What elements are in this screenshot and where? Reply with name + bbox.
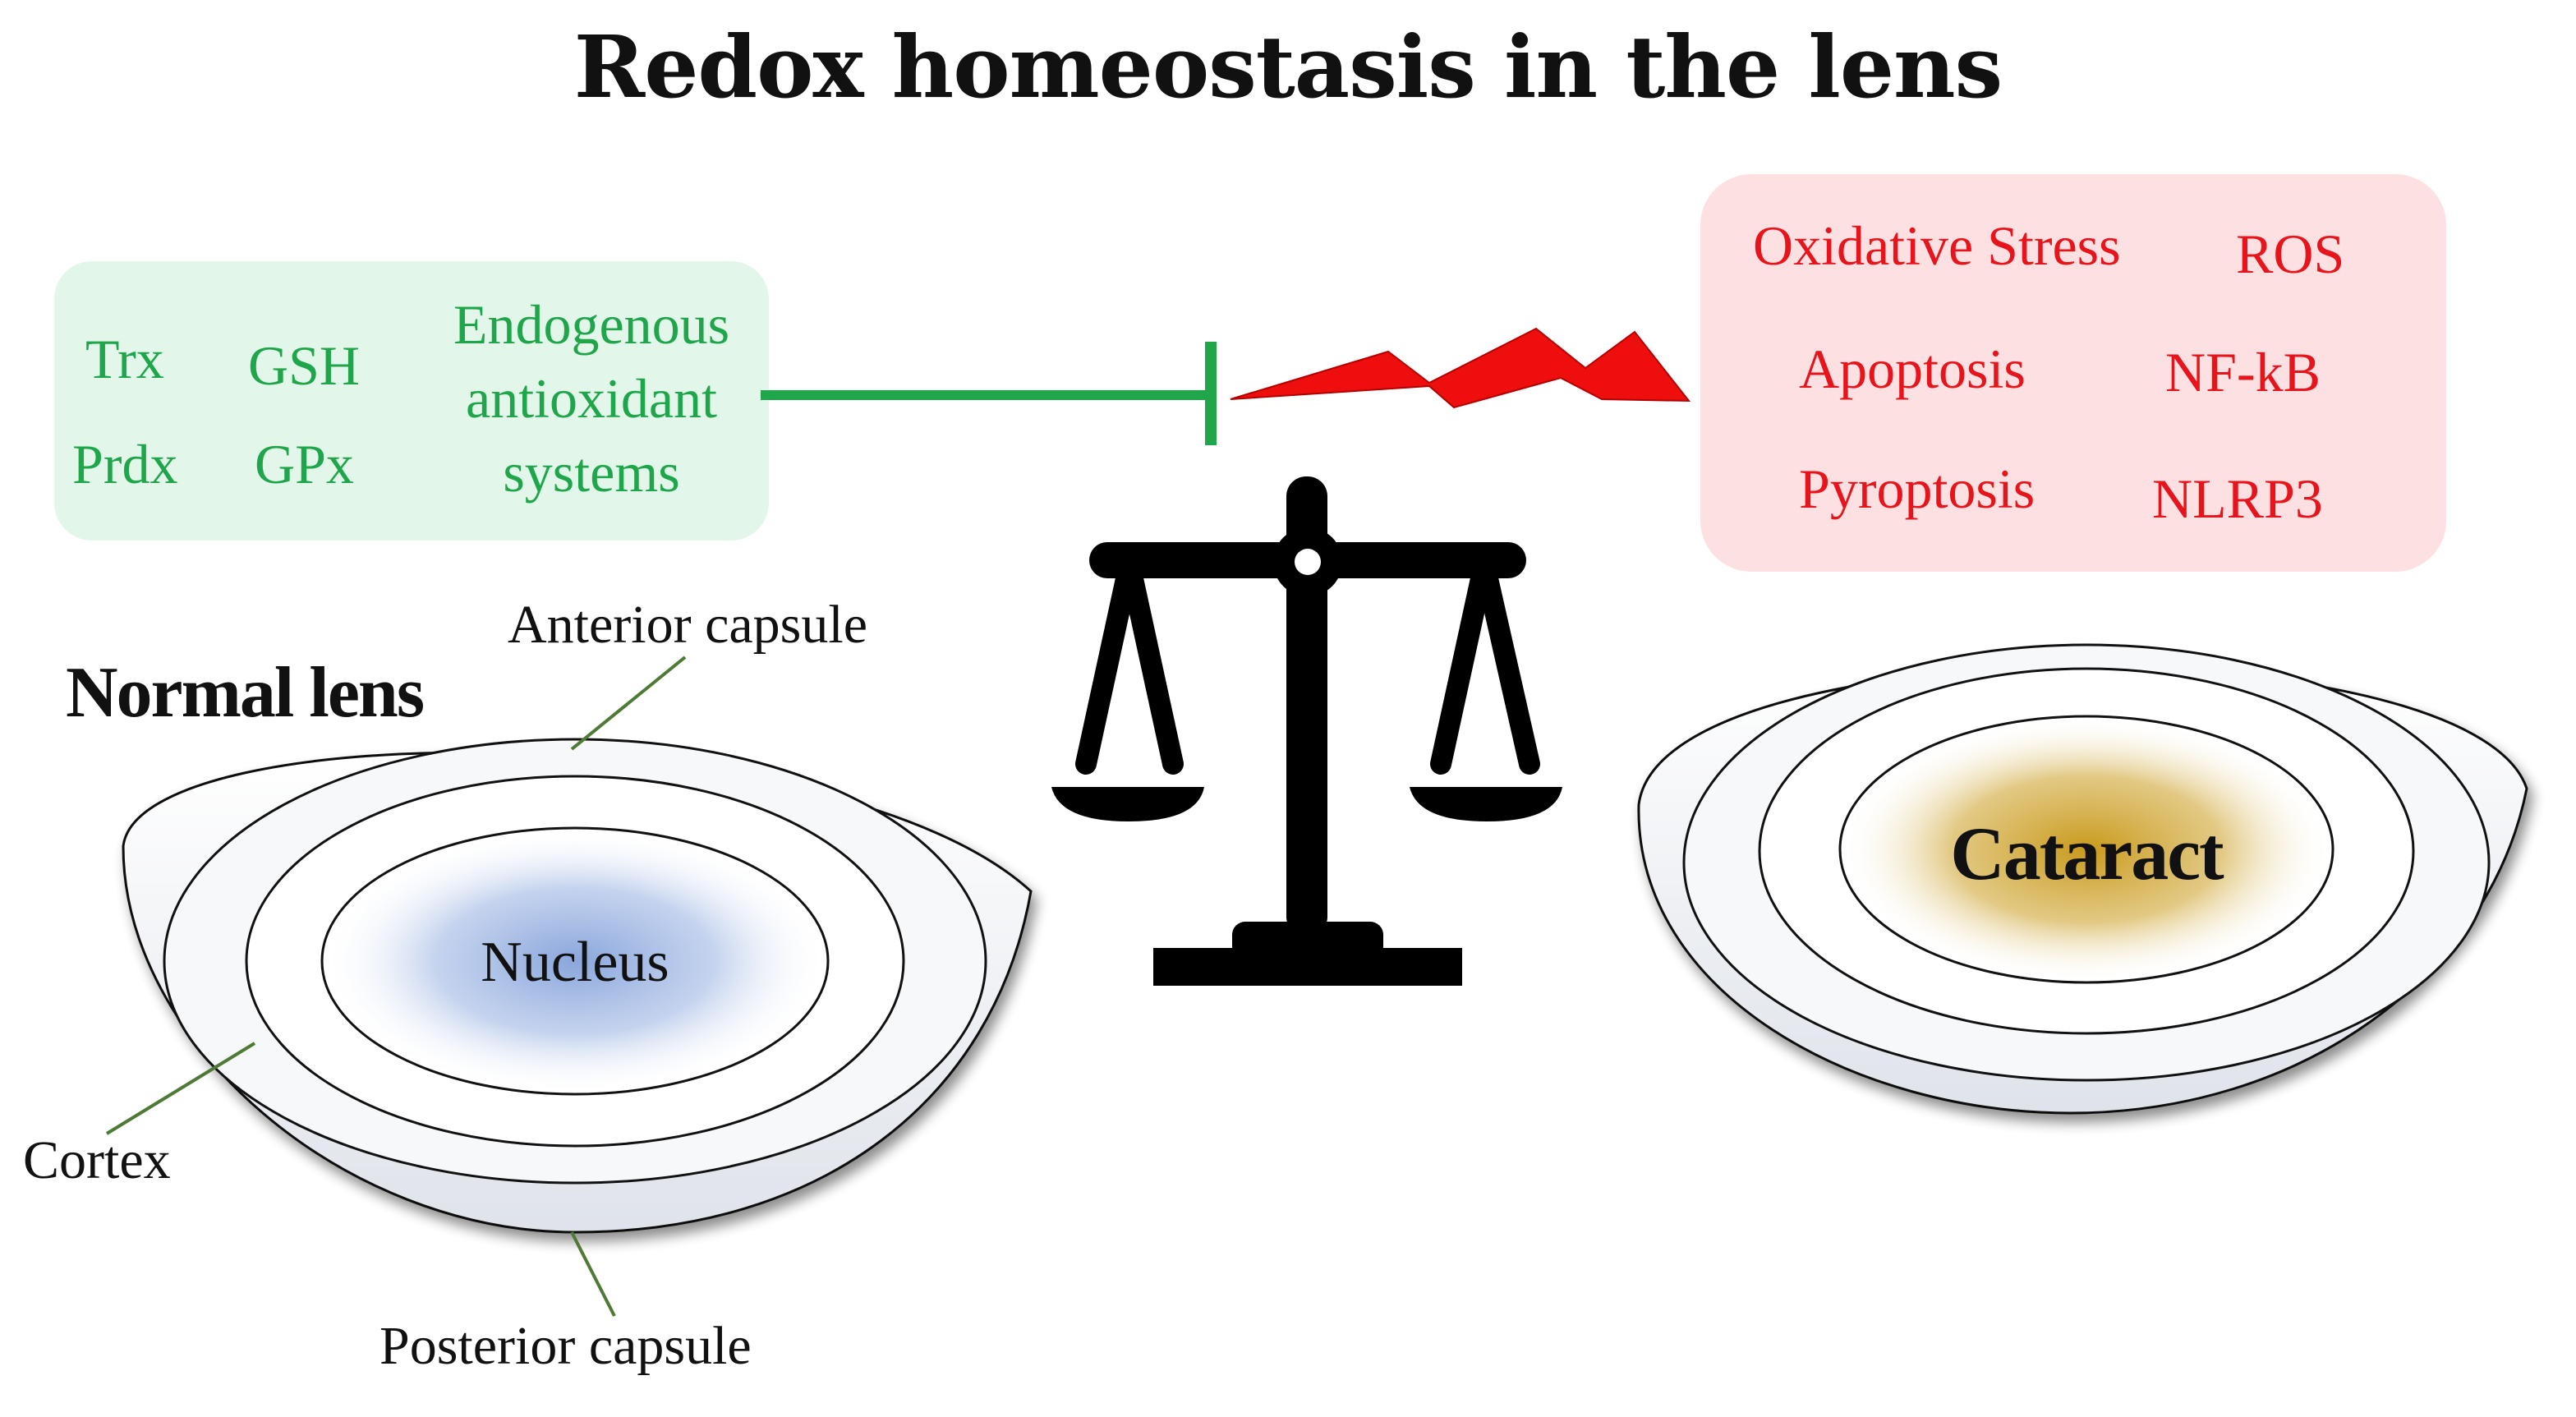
- stress-item-oxidative-stress: Oxidative Stress: [1753, 214, 2121, 277]
- diagram-title: Redox homeostasis in the lens: [573, 16, 2003, 117]
- scale-pivot-hole: [1295, 549, 1321, 575]
- stress-item-nf-kb: NF-kB: [2165, 341, 2321, 403]
- cataract-label: Cataract: [1950, 812, 2224, 895]
- normal-lens-nucleus-fill: [322, 828, 828, 1094]
- cataract-nucleus-fill: [1840, 716, 2333, 982]
- antioxidant-item-gpx: GPx: [255, 433, 354, 495]
- stress-item-apoptosis: Apoptosis: [1799, 338, 2026, 400]
- stress-box: Oxidative Stress ROS Apoptosis NF-kB Pyr…: [1700, 174, 2446, 572]
- balance-scale-icon: [1051, 476, 1562, 986]
- cortex-label: Cortex: [23, 1130, 171, 1190]
- stress-item-ros: ROS: [2236, 223, 2344, 285]
- stress-box-bg: [1700, 174, 2446, 572]
- antioxidant-item-prdx: Prdx: [72, 433, 177, 495]
- normal-lens-nucleus: [320, 826, 830, 1096]
- posterior-capsule-label: Posterior capsule: [380, 1316, 752, 1376]
- inhibition-arrow: [761, 342, 1217, 445]
- antioxidant-label-line2: antioxidant: [466, 367, 717, 430]
- nucleus-label: Nucleus: [481, 931, 669, 994]
- normal-lens: Normal lens Nucleus Anterior capsule Cor…: [23, 595, 1033, 1376]
- antioxidant-box-bg: [54, 261, 769, 541]
- antioxidant-label-line3: systems: [503, 441, 679, 504]
- cataract-nucleus: [1838, 715, 2334, 984]
- antioxidant-item-gsh: GSH: [248, 334, 360, 397]
- scale-base: [1153, 948, 1462, 986]
- scale-left-pan: [1051, 787, 1204, 821]
- stress-item-pyroptosis: Pyroptosis: [1799, 458, 2035, 520]
- stress-item-nlrp3: NLRP3: [2152, 467, 2323, 530]
- anterior-capsule-label: Anterior capsule: [508, 595, 867, 655]
- normal-lens-title: Normal lens: [66, 653, 424, 733]
- antioxidant-item-trx: Trx: [85, 328, 164, 390]
- anterior-capsule-pointer: [570, 656, 687, 751]
- posterior-capsule-pointer: [570, 1231, 616, 1317]
- antioxidant-label-line1: Endogenous: [453, 293, 729, 356]
- cortex-pointer: [105, 1042, 256, 1135]
- cataract-lens: Cataract: [1637, 643, 2528, 1115]
- antioxidant-box: Trx GSH Prdx GPx Endogenous antioxidant …: [54, 261, 769, 541]
- scale-right-pan: [1410, 787, 1562, 821]
- lightning-bolt-icon: [1230, 327, 1691, 409]
